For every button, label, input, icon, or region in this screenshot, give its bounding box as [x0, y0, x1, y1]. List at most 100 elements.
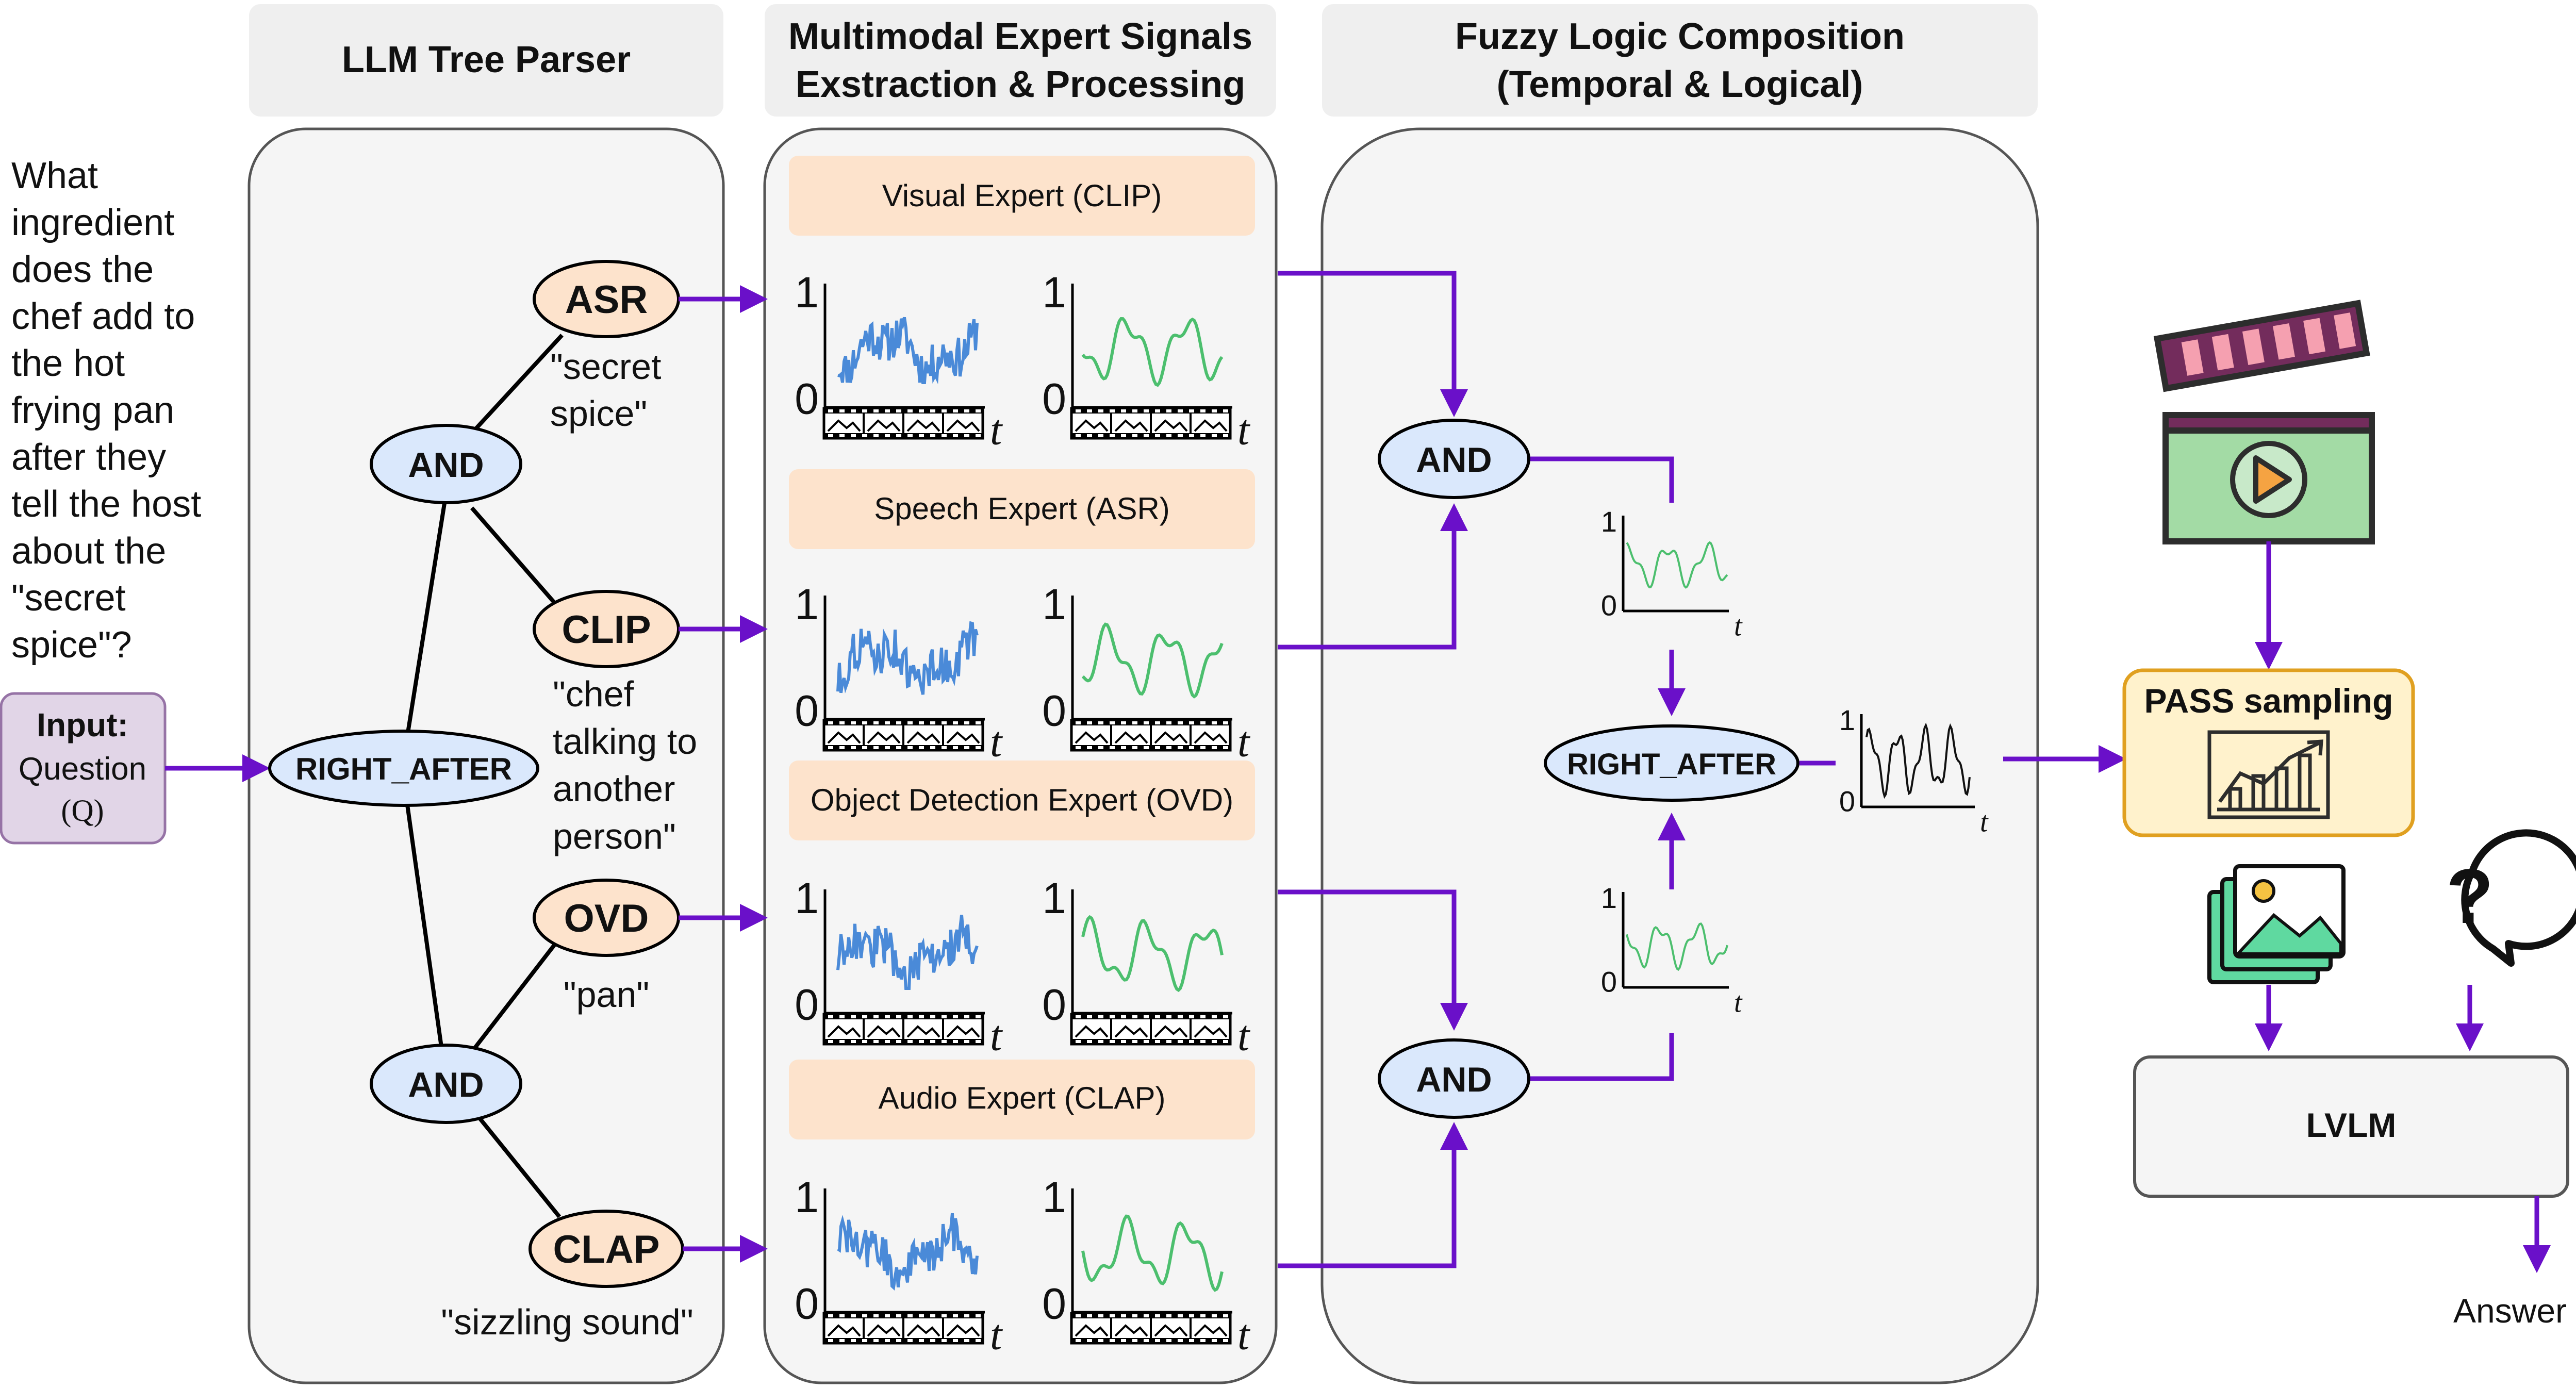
axis-zero-label: 0 [1042, 981, 1066, 1029]
raw-signal-line [837, 1213, 979, 1291]
fuzzy-node-and-bottom-label: AND [1416, 1060, 1492, 1099]
input-title: Input: [37, 706, 128, 743]
lvlm-label: LVLM [2306, 1106, 2397, 1144]
tree-leaf-clip-query: talking to [553, 721, 697, 762]
tree-leaf-clip-label: CLIP [562, 608, 651, 652]
question-line: ingredient [11, 202, 174, 243]
filmstrip-icon [824, 1014, 983, 1044]
right-after-output-plot: 1 0 t [1839, 704, 1989, 838]
question-text: What ingredient does the chef add to the… [11, 155, 201, 666]
tree-leaf-clip-query: another [553, 769, 675, 809]
pass-sampling-label: PASS sampling [2144, 682, 2393, 720]
processed-signal-plot: 10t [1042, 268, 1251, 454]
lvlm-box [2133, 1055, 2569, 1198]
tree-leaf-asr-query: spice" [550, 393, 647, 434]
axis-t-label: t [990, 718, 1003, 766]
axis-t-label: t [1734, 610, 1743, 642]
tree-node-and-top [370, 424, 522, 504]
axis-zero-label: 0 [1042, 375, 1066, 423]
pass-sampling-box [2122, 668, 2415, 837]
expert-box-clip [789, 156, 1255, 236]
axis-zero-label: 0 [795, 375, 819, 423]
expert-label-clip: Visual Expert (CLIP) [882, 178, 1162, 213]
question-line: about the [11, 531, 166, 572]
and-top-output-plot: 10t [1601, 505, 1743, 642]
header-experts-line1: Multimodal Expert Signals [788, 16, 1252, 57]
question-line: frying pan [11, 390, 174, 431]
fuzzy-node-and-top [1378, 419, 1530, 499]
filmstrip-icon [824, 1313, 983, 1343]
axis-t-label: t [1237, 1311, 1251, 1359]
axis-one-label: 1 [1601, 505, 1617, 538]
answer-label: Answer [2453, 1292, 2567, 1330]
axis-one-label: 1 [795, 874, 819, 922]
filmstrip-icon [824, 408, 983, 438]
tree-leaf-clip-query: "chef [553, 674, 634, 714]
axis-zero-label: 0 [795, 1280, 819, 1328]
tree-leaf-ovd-query: "pan" [564, 974, 650, 1015]
question-mark-glyph: ? [2446, 853, 2494, 939]
question-bubble-icon: ? [2446, 829, 2576, 967]
axis-one-label: 1 [1601, 882, 1617, 914]
tree-leaf-clap-query: "sizzling sound" [441, 1302, 693, 1342]
right-after-output-line [1865, 722, 1971, 799]
axis-one-label: 1 [1042, 1173, 1066, 1221]
axis-t-label: t [990, 1012, 1003, 1060]
input-question-label: Question [19, 751, 146, 787]
processed-signal-line [1081, 622, 1224, 699]
tree-node-right-after [268, 730, 539, 807]
axis-one-label: 1 [795, 268, 819, 317]
clapperboard-icon [2153, 300, 2375, 544]
axis-one-label: 1 [795, 580, 819, 629]
axis-t-label: t [1237, 406, 1251, 454]
image-stack-icon [2207, 864, 2346, 984]
tree-leaf-clip-query: person" [553, 816, 676, 856]
tree-leaf-ovd-label: OVD [564, 897, 649, 940]
tree-node-right-after-label: RIGHT_AFTER [295, 752, 512, 786]
processed-signal-line [1081, 915, 1224, 993]
filmstrip-icon [1071, 1313, 1230, 1343]
and-bottom-output-plot: 10t [1601, 882, 1743, 1019]
input-q-label: (Q) [61, 794, 104, 828]
fuzzy-node-and-top-label: AND [1416, 440, 1492, 480]
and-bottom-output-line [1626, 922, 1728, 971]
axis-t-label: t [990, 1311, 1003, 1359]
header-experts [765, 4, 1276, 117]
tree-edges [400, 334, 564, 1218]
header-tree-parser [249, 4, 723, 117]
header-fuzzy [1322, 4, 2038, 117]
fuzzy-node-right-after-label: RIGHT_AFTER [1567, 748, 1776, 781]
filmstrip-icon [1071, 1014, 1230, 1044]
axis-zero-label: 0 [1601, 965, 1617, 998]
header-experts-line2: Exstraction & Processing [796, 64, 1245, 105]
filmstrip-icon [824, 720, 983, 750]
tree-leaf-clap-label: CLAP [553, 1228, 660, 1271]
expert-box-ovd [789, 761, 1255, 840]
fuzzy-node-right-after [1544, 724, 1799, 802]
tree-node-and-top-label: AND [408, 445, 484, 485]
question-line: the hot [11, 343, 125, 384]
expert-label-ovd: Object Detection Expert (OVD) [811, 783, 1233, 817]
tree-leaf-asr-query: "secret [550, 346, 661, 387]
expert-box-clap [789, 1060, 1255, 1139]
axis-zero-label: 0 [1042, 687, 1066, 735]
header-fuzzy-line1: Fuzzy Logic Composition [1455, 16, 1905, 57]
axis-one-label: 1 [1839, 704, 1855, 736]
raw-signal-line [836, 915, 979, 990]
axis-zero-label: 0 [795, 981, 819, 1029]
tree-node-and-bottom-label: AND [408, 1065, 484, 1104]
axis-zero-label: 0 [1839, 785, 1855, 817]
expert-label-clap: Audio Expert (CLAP) [879, 1081, 1166, 1115]
axis-t-label: t [1237, 1012, 1251, 1060]
fuzzy-connectors [1278, 271, 2126, 1268]
axis-t-label: t [1237, 718, 1251, 766]
processed-signal-plot: 10t [1042, 874, 1251, 1060]
panel-experts [763, 127, 1278, 1384]
raw-signal-line [836, 621, 979, 695]
filmstrip-icon [1071, 408, 1230, 438]
processed-signal-plot: 10t [1042, 1173, 1251, 1359]
filmstrip-icon [1071, 720, 1230, 750]
axis-t-label: t [1980, 806, 1989, 838]
